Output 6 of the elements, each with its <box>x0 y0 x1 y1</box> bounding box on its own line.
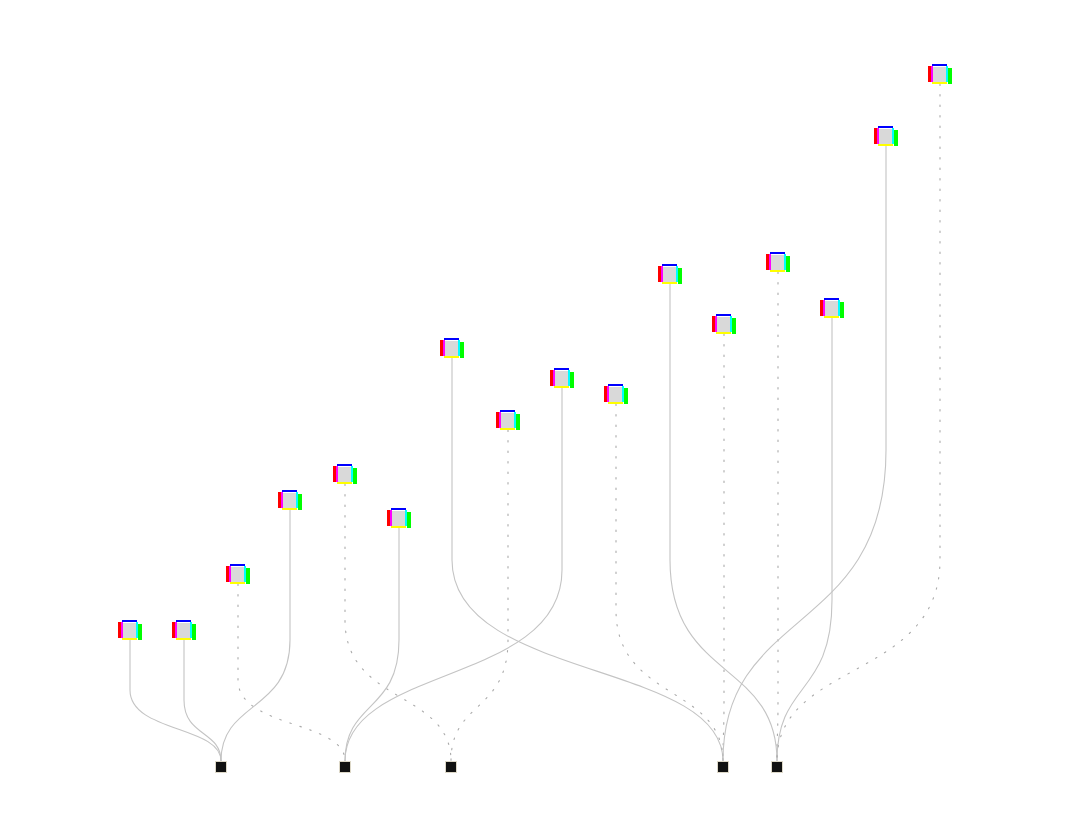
connector-line <box>183 639 222 762</box>
connector-line <box>722 145 887 762</box>
connector-line <box>220 509 291 762</box>
dotted-connector <box>450 429 509 762</box>
connector-line <box>776 317 833 762</box>
connector-line <box>344 387 563 762</box>
